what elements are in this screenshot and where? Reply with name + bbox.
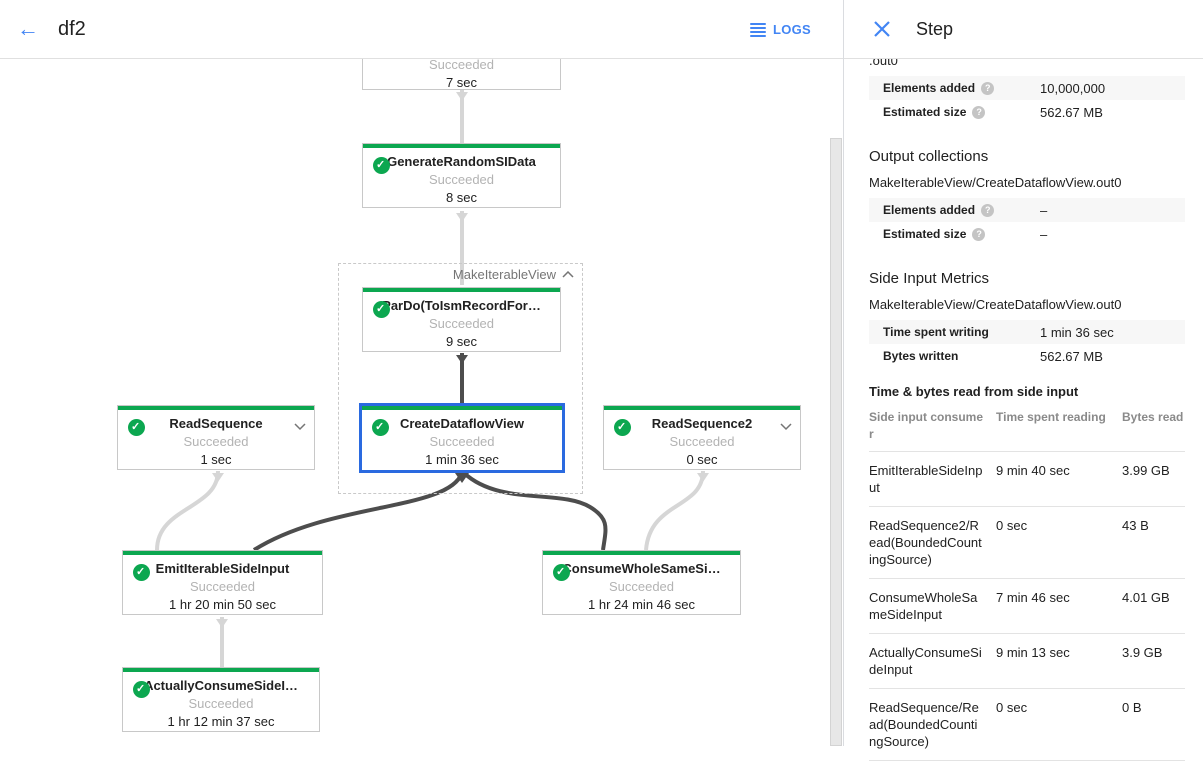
graph-node-pardo-toismrecord[interactable]: ParDo(ToIsmRecordFor… Succeeded 9 sec	[362, 287, 561, 352]
clipped-collection-name: .out0	[869, 59, 898, 68]
node-time: 7 sec	[445, 75, 478, 90]
graph-node-readsequence2[interactable]: ReadSequence2 Succeeded 0 sec	[603, 405, 801, 470]
side-input-write-metrics: Time spent writing 1 min 36 sec Bytes wr…	[869, 320, 1185, 368]
help-icon[interactable]	[981, 203, 995, 217]
job-title: df2	[58, 17, 86, 40]
side-input-table: Side input consumer Time spent reading B…	[869, 405, 1185, 761]
node-time: 1 hr 20 min 50 sec	[169, 597, 276, 612]
node-title: ReadSequence2	[651, 416, 753, 431]
chevron-up-icon	[562, 270, 574, 278]
node-status-bar	[118, 406, 314, 410]
node-status: Succeeded	[428, 59, 495, 72]
node-time: 8 sec	[445, 190, 478, 205]
node-time: 1 sec	[200, 452, 232, 467]
help-icon[interactable]	[972, 227, 986, 241]
node-status-bar	[362, 406, 562, 410]
node-status-bar	[123, 668, 319, 672]
graph-node-consumewholesamesideinput[interactable]: ConsumeWholeSameSi… Succeeded 1 hr 24 mi…	[542, 550, 741, 615]
success-check-icon	[373, 301, 390, 318]
success-check-icon	[373, 157, 390, 174]
panel-body: .out0 Elements added 10,000,000 Estimate…	[844, 59, 1203, 761]
node-status: Succeeded	[183, 434, 249, 449]
node-status: Succeeded	[429, 434, 495, 449]
composite-label: MakeIterableView	[452, 267, 556, 282]
node-status: Succeeded	[189, 579, 256, 594]
node-title: ActuallyConsumeSideI…	[144, 678, 298, 693]
node-status: Succeeded	[428, 172, 495, 187]
output-collection-metrics: Elements added – Estimated size –	[869, 198, 1185, 246]
node-status: Succeeded	[428, 316, 495, 331]
node-status-bar	[363, 144, 560, 148]
metric-row: Estimated size 562.67 MB	[869, 100, 1185, 124]
table-row: ActuallyConsumeSideInput 9 min 13 sec 3.…	[869, 634, 1185, 689]
success-check-icon	[133, 564, 150, 581]
graph-vertical-scrollbar[interactable]	[830, 138, 842, 746]
success-check-icon	[128, 419, 145, 436]
metric-row: Time spent writing 1 min 36 sec	[869, 320, 1185, 344]
success-check-icon	[553, 564, 570, 581]
graph-node-readsequence[interactable]: ReadSequence Succeeded 1 sec	[117, 405, 315, 470]
success-check-icon	[372, 419, 389, 436]
node-time: 1 hr 24 min 46 sec	[588, 597, 695, 612]
node-status: Succeeded	[669, 434, 735, 449]
table-row: ConsumeWholeSameSideInput 7 min 46 sec 4…	[869, 579, 1185, 634]
table-row: ReadSequence2/Read(BoundedCountingSource…	[869, 507, 1185, 579]
side-input-collection-name: MakeIterableView/CreateDataflowView.out0	[869, 297, 1122, 312]
node-time: 1 min 36 sec	[425, 452, 499, 467]
table-row: EmitIterableSideInput 9 min 40 sec 3.99 …	[869, 452, 1185, 507]
output-collections-heading: Output collections	[869, 148, 989, 165]
graph-node-cropped[interactable]: Succeeded 7 sec	[362, 59, 561, 90]
input-collection-metrics: Elements added 10,000,000 Estimated size…	[869, 76, 1185, 124]
node-title: ConsumeWholeSameSi…	[562, 561, 721, 576]
expand-chevron-down-icon[interactable]	[294, 419, 306, 434]
node-title: ReadSequence	[169, 416, 263, 431]
logs-label: LOGS	[772, 22, 811, 37]
node-title: ParDo(ToIsmRecordFor…	[382, 298, 541, 313]
side-input-metrics-heading: Side Input Metrics	[869, 270, 990, 287]
graph-node-emititerablesideinput[interactable]: EmitIterableSideInput Succeeded 1 hr 20 …	[122, 550, 323, 615]
back-arrow-button[interactable]: ←	[17, 16, 39, 41]
metric-row: Elements added 10,000,000	[869, 76, 1185, 100]
close-icon[interactable]	[872, 19, 892, 39]
panel-title: Step	[916, 18, 954, 39]
graph-node-generaterandomsidata[interactable]: GenerateRandomSIData Succeeded 8 sec	[362, 143, 561, 208]
node-time: 9 sec	[445, 334, 478, 349]
panel-header: Step	[844, 0, 1203, 59]
logs-button[interactable]: LOGS	[749, 0, 811, 59]
side-input-table-heading: Time & bytes read from side input	[869, 384, 1079, 399]
metric-row: Estimated size –	[869, 222, 1185, 246]
help-icon[interactable]	[972, 105, 986, 119]
job-graph-pane[interactable]: MakeIterableView Succeeded 7 sec Generat…	[0, 59, 843, 746]
graph-node-createdataflowview[interactable]: CreateDataflowView Succeeded 1 min 36 se…	[359, 403, 565, 473]
node-status-bar	[543, 551, 740, 555]
node-status: Succeeded	[608, 579, 675, 594]
graph-node-actuallyconsumesideinput[interactable]: ActuallyConsumeSideI… Succeeded 1 hr 12 …	[122, 667, 320, 732]
step-detail-panel: Step .out0 Elements added 10,000,000 Est…	[843, 0, 1203, 761]
table-row: ReadSequence/Read(BoundedCountingSource)…	[869, 689, 1185, 761]
help-icon[interactable]	[981, 81, 995, 95]
composite-group-makeiterableview: MakeIterableView	[338, 263, 583, 494]
success-check-icon	[133, 681, 150, 698]
metric-row: Bytes written 562.67 MB	[883, 348, 1103, 364]
node-status-bar	[363, 288, 560, 292]
graph-edges	[155, 90, 709, 667]
node-time: 0 sec	[686, 452, 718, 467]
node-time: 1 hr 12 min 37 sec	[167, 714, 275, 729]
table-header-row: Side input consumer Time spent reading B…	[869, 405, 1185, 452]
node-title: EmitIterableSideInput	[155, 561, 290, 576]
node-status: Succeeded	[188, 696, 254, 711]
job-toolbar: ← df2 LOGS	[0, 0, 843, 59]
composite-collapse-toggle[interactable]: MakeIterableView	[453, 267, 574, 282]
node-title: GenerateRandomSIData	[387, 154, 536, 169]
node-status-bar	[604, 406, 800, 410]
output-collection-name: MakeIterableView/CreateDataflowView.out0	[869, 175, 1122, 190]
logs-list-icon	[749, 21, 766, 39]
success-check-icon	[614, 419, 631, 436]
expand-chevron-down-icon[interactable]	[780, 419, 792, 434]
node-status-bar	[123, 551, 322, 555]
metric-row: Elements added –	[869, 198, 1185, 222]
node-title: CreateDataflowView	[399, 416, 525, 431]
